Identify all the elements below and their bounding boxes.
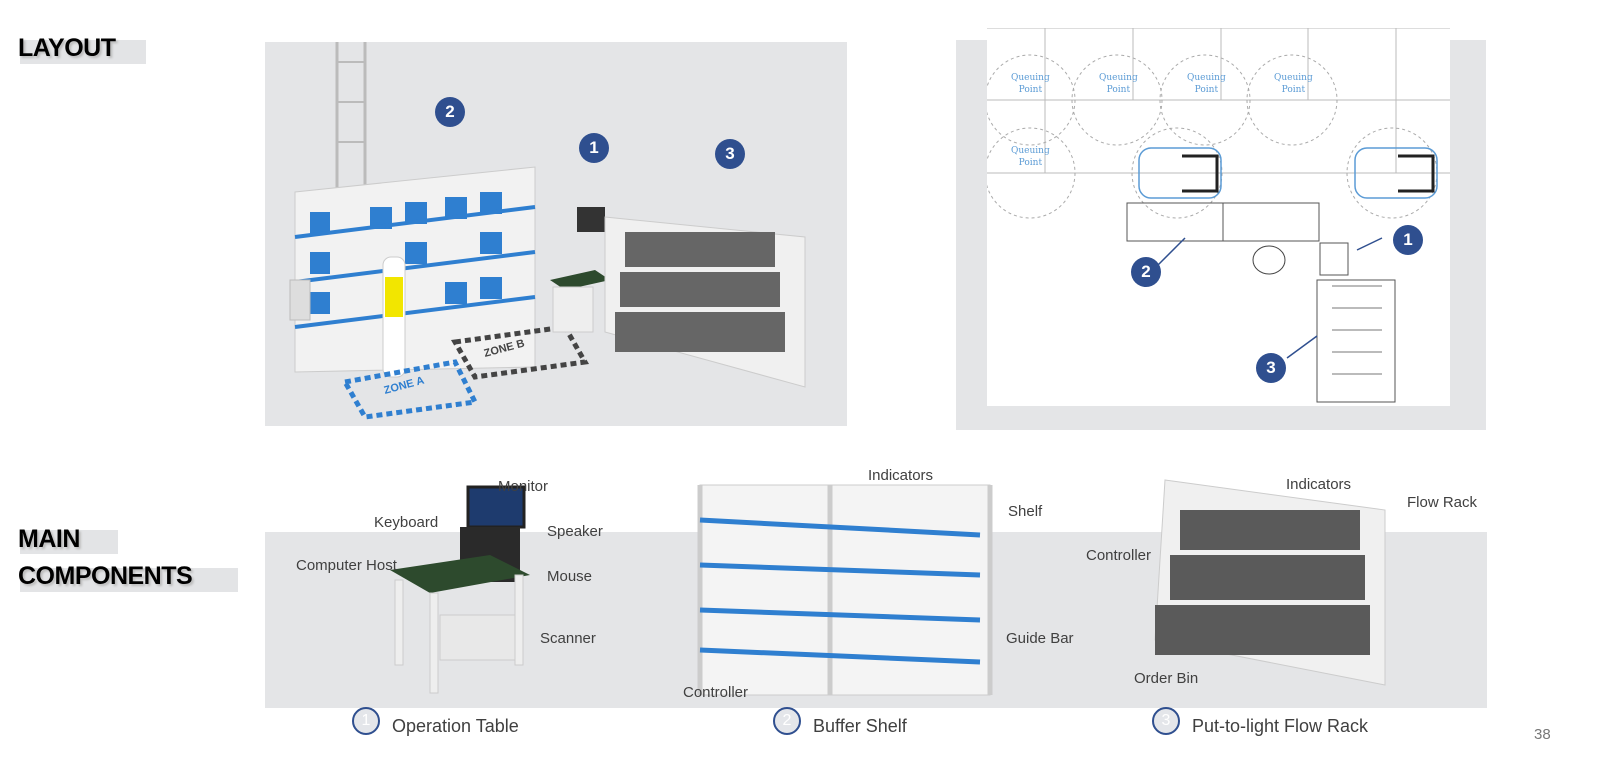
title-bar: [20, 568, 238, 592]
label-monitor: Monitor: [498, 478, 549, 495]
floor-plan-drawing: [984, 27, 1450, 403]
caption-number-2: 2: [773, 707, 801, 735]
badge-3: 3: [1256, 353, 1286, 383]
flow-rack-illustration: [1154, 479, 1386, 686]
section-title-components: COMPONENTS: [18, 562, 193, 590]
label-scanner: Scanner: [540, 630, 596, 647]
label-keyboard: Keyboard: [374, 514, 439, 531]
label-indicators: Indicators: [868, 467, 934, 484]
label-speaker: Speaker: [547, 523, 603, 540]
label-flow-rack: Flow Rack: [1407, 494, 1478, 511]
zone-a-label: ZONE A: [383, 375, 426, 397]
caption-flow-rack: Put-to-light Flow Rack: [1192, 716, 1369, 736]
label-indicators: Indicators: [1286, 476, 1352, 493]
label-controller: Controller: [683, 684, 749, 701]
caption-operation-table: Operation Table: [392, 716, 519, 736]
caption-number-3: 3: [1152, 707, 1180, 735]
caption-buffer-shelf: Buffer Shelf: [813, 716, 907, 736]
badge-2: 2: [1131, 257, 1161, 287]
label-controller: Controller: [1086, 547, 1152, 564]
page-number: 38: [1534, 726, 1551, 743]
badge-3: 3: [715, 139, 745, 169]
badge-1: 1: [1393, 225, 1423, 255]
section-title-main: MAIN: [18, 525, 80, 553]
label-mouse: Mouse: [547, 568, 593, 585]
badge-2: 2: [435, 97, 465, 127]
section-title-layout: LAYOUT: [18, 34, 116, 62]
label-computer-host: Computer Host: [296, 557, 397, 574]
layout-render-illustration: ZONE A ZONE B: [289, 10, 806, 420]
buffer-shelf-illustration: [697, 484, 993, 696]
operation-table-illustration: [390, 485, 530, 694]
label-guide-bar: Guide Bar: [1006, 630, 1074, 647]
title-bar: [20, 40, 146, 64]
layout-render-panel: ZONE A ZONE B 2 1 3: [265, 10, 847, 426]
caption-number-1: 1: [352, 707, 380, 735]
label-order-bin: Order Bin: [1134, 670, 1199, 687]
label-shelf: Shelf: [1008, 503, 1043, 520]
title-bar: [20, 530, 118, 554]
badge-1: 1: [579, 133, 609, 163]
